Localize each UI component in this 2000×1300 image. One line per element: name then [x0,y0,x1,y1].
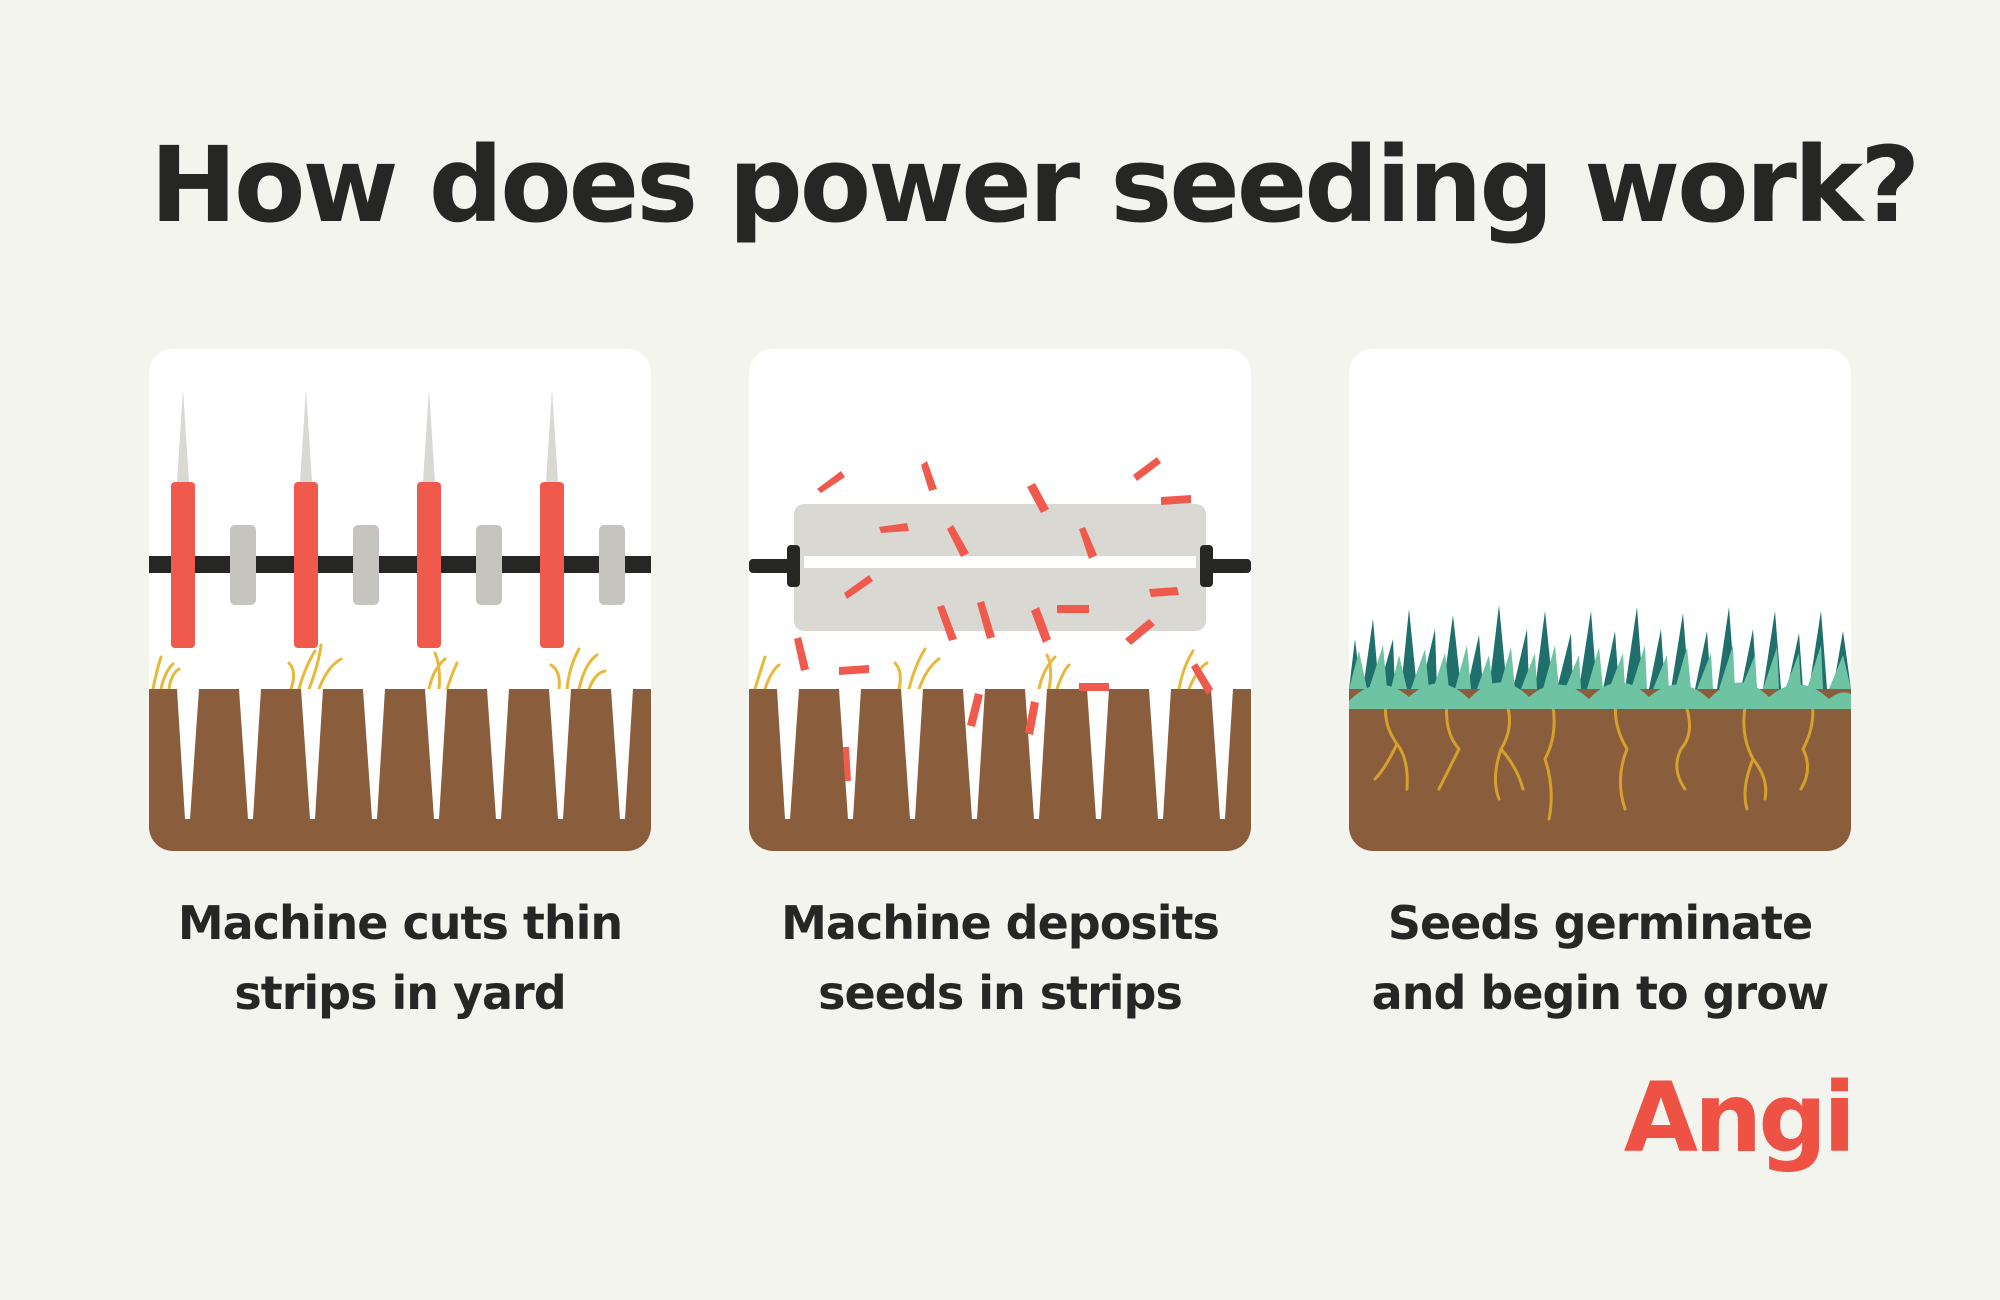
soil [749,689,1251,851]
step-1-caption-line-2: strips in yard [234,966,566,1020]
step-3-caption-line-2: and begin to grow [1371,966,1830,1020]
growing-grass-icon [1349,605,1851,851]
step-2-illustration [749,349,1251,851]
grass-blades [1349,605,1851,709]
seeds [794,457,1213,781]
cutting-blades-icon [149,389,651,851]
step-3-caption: Seeds germinate and begin to grow [1320,888,1880,1028]
step-3-caption-line-1: Seeds germinate [1387,896,1813,950]
step-2-caption-line-2: seeds in strips [818,966,1183,1020]
step-1-caption: Machine cuts thin strips in yard [120,888,680,1028]
step-1-illustration [149,349,651,851]
brand-logo: Angi [1623,1062,1856,1174]
step-3-illustration [1349,349,1851,851]
soil-cuts [777,689,1233,819]
spacers [230,525,625,605]
step-2-caption: Machine deposits seeds in strips [720,888,1280,1028]
axle [149,556,651,573]
dry-grass-tufts [151,643,607,691]
soil-cuts [177,689,633,819]
blades [171,482,564,648]
step-1-caption-line-1: Machine cuts thin [177,896,623,950]
step-2-caption-line-1: Machine deposits [781,896,1220,950]
seed-roller-icon [749,457,1251,851]
dry-grass-tufts [753,647,1209,691]
blade-tips [177,389,558,482]
page-title: How does power seeding work? [150,124,1920,246]
soil [1349,689,1851,851]
roller-axle [749,545,1251,587]
soil [149,689,651,851]
